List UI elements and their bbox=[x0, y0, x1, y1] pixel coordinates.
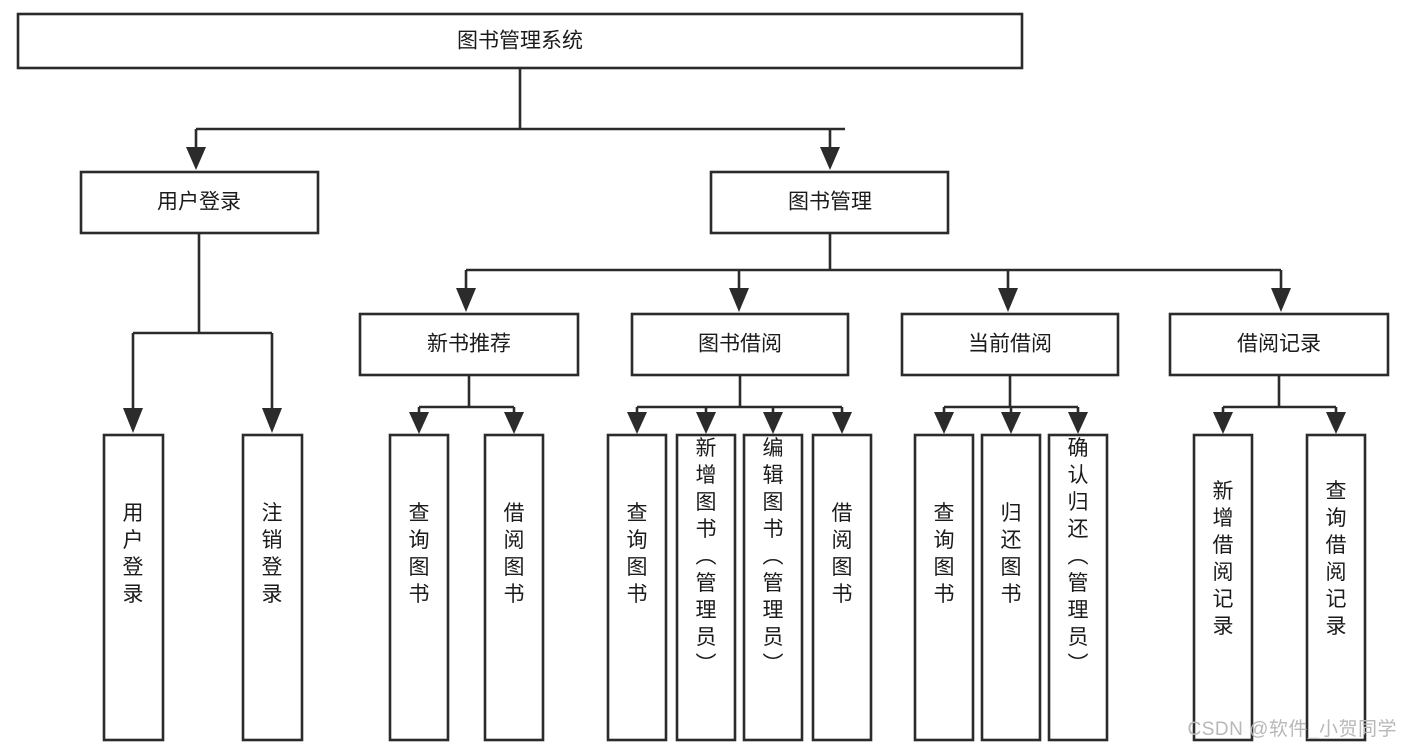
leaf-node-user-login-login[interactable]: 用户登录 bbox=[102, 433, 165, 742]
arrow-head-icon bbox=[763, 412, 783, 434]
arrow-head-icon bbox=[934, 412, 954, 434]
arrow-head-icon bbox=[627, 412, 647, 434]
leaf-label-borrow-book: 借阅图书 bbox=[504, 502, 525, 606]
leaf-box bbox=[1192, 433, 1254, 742]
arrow-head-icon bbox=[1068, 412, 1088, 434]
arrow-head-icon bbox=[456, 288, 476, 312]
leaf-box bbox=[1047, 433, 1109, 742]
connector-newbook-to-leaves bbox=[409, 375, 524, 434]
connector-current-to-leaves bbox=[934, 375, 1088, 434]
leaf-node-borrow-query[interactable]: 查询图书 bbox=[606, 433, 668, 742]
arrow-head-icon bbox=[504, 412, 524, 434]
node-label-current-borrow: 当前借阅 bbox=[968, 333, 1052, 356]
node-label-book-management: 图书管理 bbox=[788, 191, 872, 214]
connector-root-to-level1 bbox=[186, 68, 845, 170]
node-label-user-login: 用户登录 bbox=[157, 191, 241, 214]
leaf-box bbox=[675, 433, 737, 742]
connector-booksmgmt-to-level2 bbox=[456, 233, 1291, 312]
node-box-book-borrow bbox=[630, 312, 850, 377]
connector-borrow-to-leaves bbox=[627, 375, 852, 434]
arrow-head-icon bbox=[123, 408, 143, 433]
leaf-node-user-login-logout[interactable]: 注销登录 bbox=[241, 433, 304, 742]
leaf-label-confirm-return-admin: 确认归还︵管理员︶ bbox=[1068, 437, 1089, 676]
leaf-box bbox=[483, 433, 545, 742]
leaf-node-borrow-add-admin[interactable]: 新增图书︵管理员︶ bbox=[675, 433, 737, 742]
node-box-user-login bbox=[79, 170, 320, 235]
leaf-label-edit-book-admin: 编辑图书︵管理员︶ bbox=[763, 437, 784, 676]
leaf-node-records-query[interactable]: 查询借阅记录 bbox=[1305, 433, 1367, 742]
leaf-label-logout: 注销登录 bbox=[262, 502, 283, 606]
leaf-label-query-record: 查询借阅记录 bbox=[1326, 480, 1347, 638]
arrow-head-icon bbox=[820, 147, 840, 170]
node-box-new-book-recommend bbox=[358, 312, 580, 377]
leaf-node-newbook-borrow[interactable]: 借阅图书 bbox=[483, 433, 545, 742]
leaf-box bbox=[388, 433, 450, 742]
node-user-login[interactable]: 用户登录 bbox=[79, 170, 320, 235]
leaf-label-borrow-book: 借阅图书 bbox=[832, 502, 853, 606]
leaf-node-current-query[interactable]: 查询图书 bbox=[913, 433, 975, 742]
node-current-borrow[interactable]: 当前借阅 bbox=[900, 312, 1120, 377]
arrow-head-icon bbox=[1001, 412, 1021, 434]
leaf-box bbox=[913, 433, 975, 742]
leaf-label-add-record: 新增借阅记录 bbox=[1213, 480, 1234, 638]
connector-userlogin-to-leaves bbox=[123, 233, 282, 433]
arrow-head-icon bbox=[729, 288, 749, 312]
arrow-head-icon bbox=[998, 288, 1018, 312]
node-box-borrow-records bbox=[1168, 312, 1390, 377]
arrow-head-icon bbox=[186, 147, 206, 170]
node-label-book-borrow: 图书借阅 bbox=[698, 333, 782, 356]
node-borrow-records[interactable]: 借阅记录 bbox=[1168, 312, 1390, 377]
node-box-book-management bbox=[709, 170, 950, 235]
leaf-label-query-book: 查询图书 bbox=[934, 502, 955, 606]
node-book-borrow[interactable]: 图书借阅 bbox=[630, 312, 850, 377]
leaf-label-query-book: 查询图书 bbox=[627, 502, 648, 606]
leaf-box bbox=[241, 433, 304, 742]
node-root-system[interactable]: 图书管理系统 bbox=[16, 12, 1024, 70]
leaf-box bbox=[1305, 433, 1367, 742]
leaf-node-current-return[interactable]: 归还图书 bbox=[980, 433, 1042, 742]
arrow-head-icon bbox=[262, 408, 282, 433]
arrow-head-icon bbox=[696, 412, 716, 434]
node-label-new-book-recommend: 新书推荐 bbox=[427, 333, 511, 356]
leaf-box bbox=[980, 433, 1042, 742]
leaf-node-records-add[interactable]: 新增借阅记录 bbox=[1192, 433, 1254, 742]
leaf-box bbox=[742, 433, 804, 742]
leaf-node-newbook-query[interactable]: 查询图书 bbox=[388, 433, 450, 742]
node-label-borrow-records: 借阅记录 bbox=[1237, 333, 1321, 356]
leaf-box bbox=[606, 433, 668, 742]
node-label-root: 图书管理系统 bbox=[457, 30, 583, 53]
leaf-node-current-confirm-admin[interactable]: 确认归还︵管理员︶ bbox=[1047, 433, 1109, 742]
leaf-label-return-book: 归还图书 bbox=[1001, 502, 1022, 606]
leaf-node-borrow-borrow[interactable]: 借阅图书 bbox=[811, 433, 873, 742]
leaf-label-query-book: 查询图书 bbox=[409, 502, 430, 606]
arrow-head-icon bbox=[1326, 412, 1346, 434]
leaf-node-borrow-edit-admin[interactable]: 编辑图书︵管理员︶ bbox=[742, 433, 804, 742]
arrow-head-icon bbox=[409, 412, 429, 434]
arrow-head-icon bbox=[1271, 288, 1291, 312]
node-book-management[interactable]: 图书管理 bbox=[709, 170, 950, 235]
leaf-label-user-login: 用户登录 bbox=[123, 502, 144, 606]
node-box-current-borrow bbox=[900, 312, 1120, 377]
connector-records-to-leaves bbox=[1213, 375, 1346, 434]
leaf-box bbox=[811, 433, 873, 742]
arrow-head-icon bbox=[1213, 412, 1233, 434]
leaf-box bbox=[102, 433, 165, 742]
node-new-book-recommend[interactable]: 新书推荐 bbox=[358, 312, 580, 377]
arrow-head-icon bbox=[832, 412, 852, 434]
node-box-root bbox=[16, 12, 1024, 70]
leaf-label-add-book-admin: 新增图书︵管理员︶ bbox=[696, 437, 717, 676]
